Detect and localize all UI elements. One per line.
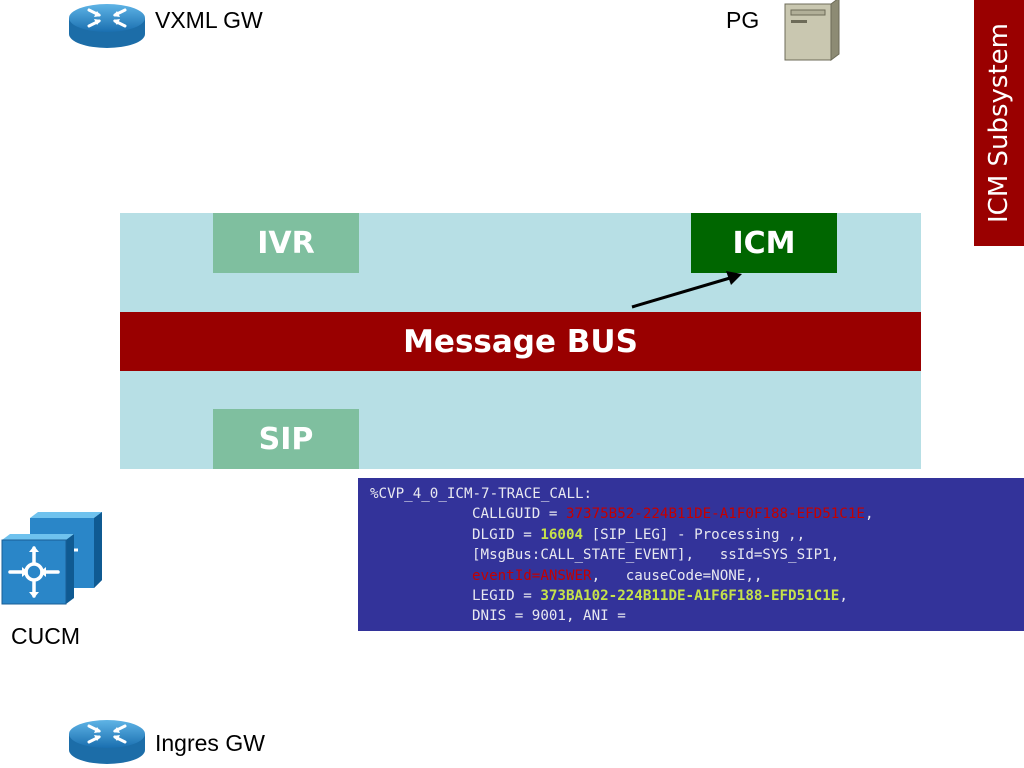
pg-label: PG xyxy=(726,7,760,33)
event-value: eventId=ANSWER xyxy=(472,567,592,584)
dlgid-value: 16004 xyxy=(540,526,584,543)
event-suffix: , causeCode=NONE,, xyxy=(591,567,763,584)
trace-header: %CVP_4_0_ICM-7-TRACE_CALL: xyxy=(370,486,593,502)
icm-subsystem-banner: ICM Subsystem xyxy=(974,0,1024,246)
message-bus: Message BUS xyxy=(120,312,921,371)
cucm-label: CUCM xyxy=(11,623,80,649)
trace-log: %CVP_4_0_ICM-7-TRACE_CALL: CALLGUID = 37… xyxy=(358,478,1024,631)
dlgid-suffix: [SIP_LEG] - Processing ,, xyxy=(583,526,806,543)
callguid-label: CALLGUID = xyxy=(472,506,566,523)
router-icon xyxy=(69,4,145,48)
icm-component: ICM xyxy=(691,213,837,273)
sip-component: SIP xyxy=(213,409,359,469)
legid-label: LEGID = xyxy=(472,588,541,605)
callguid-value: 37375B52-224B11DE-A1F0F188-EFD51C1E xyxy=(565,506,865,523)
legid-value: 373BA102-224B11DE-A1F6F188-EFD51C1E xyxy=(540,588,840,605)
vxml-gw-label: VXML GW xyxy=(155,7,263,33)
router-icon xyxy=(69,720,145,764)
ingres-gw-label: Ingres GW xyxy=(155,730,265,756)
server-icon xyxy=(784,0,840,61)
ivr-component: IVR xyxy=(213,213,359,273)
callguid-suffix: , xyxy=(864,506,874,523)
dnis-line: DNIS = 9001, ANI = xyxy=(472,608,626,625)
cucm-icon xyxy=(1,512,102,605)
dlgid-label: DLGID = xyxy=(472,526,541,543)
msgbus-line: [MsgBus:CALL_STATE_EVENT], ssId=SYS_SIP1… xyxy=(472,547,840,564)
legid-suffix: , xyxy=(839,588,848,605)
